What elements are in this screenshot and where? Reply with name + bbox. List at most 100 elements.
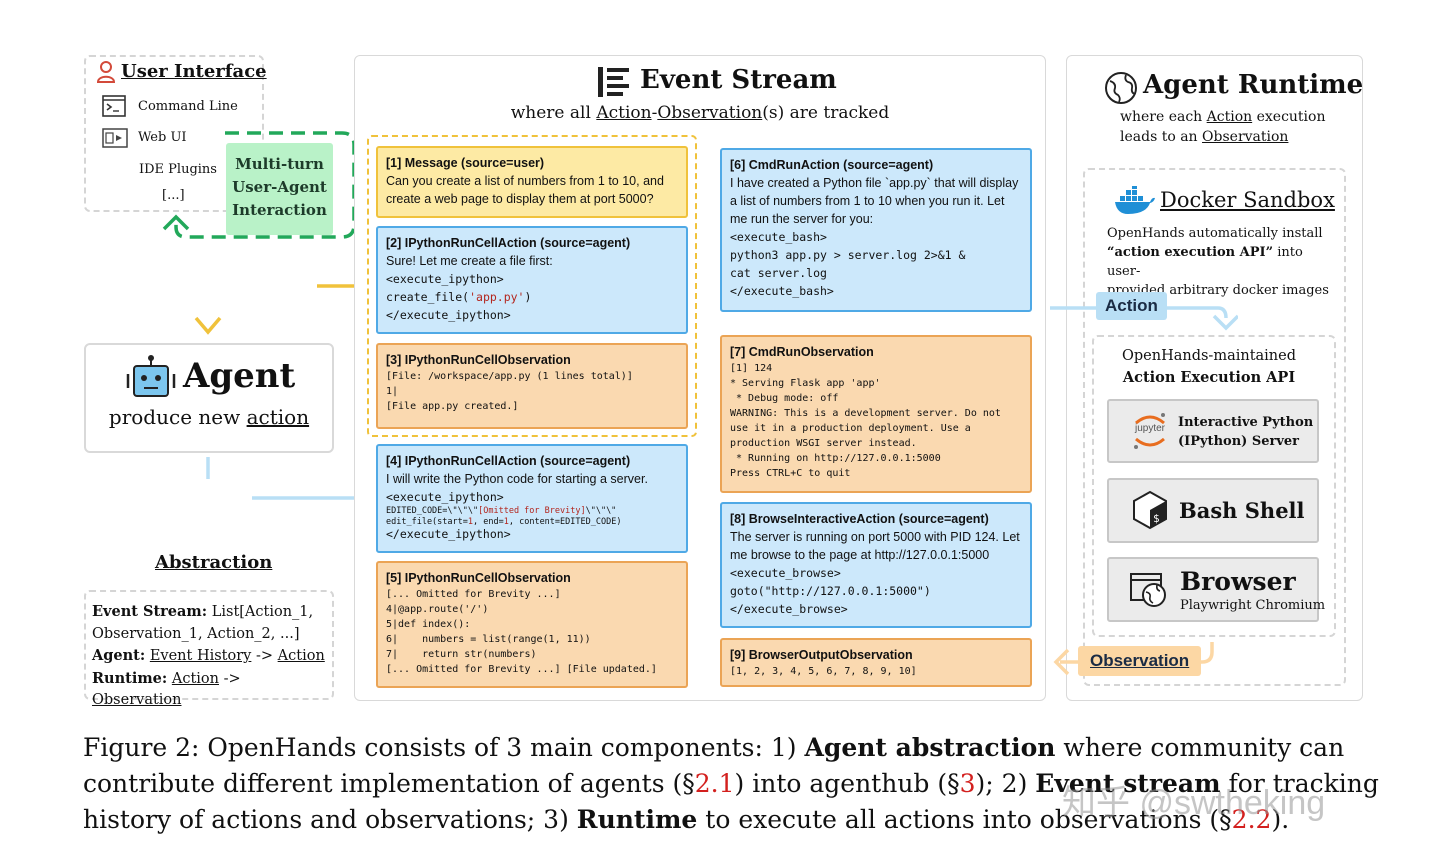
ui-item-command-line: Command Line [138, 99, 238, 114]
es-sub-suffix: (s) are tracked [762, 103, 890, 123]
interaction-label-line-3: Interaction [232, 201, 327, 219]
event-4-code-4: </execute_ipython> [386, 527, 511, 541]
ui-item-more: [...] [162, 188, 185, 203]
abstraction-runtime-label: Runtime: [92, 669, 168, 687]
ipython-label-line-2: (IPython) Server [1178, 434, 1299, 449]
event-2-code-2c: ) [524, 290, 532, 304]
docker-sandbox-desc: OpenHands automatically install “action … [1107, 224, 1337, 300]
docker-desc-2-rest: into user- [1107, 245, 1303, 279]
svg-text:$: $ [1153, 512, 1160, 525]
event-4-title: [4] IPythonRunCellAction (source=agent) [386, 454, 631, 468]
event-9-title: [9] BrowserOutputObservation [730, 648, 913, 662]
action-label: Action [1096, 292, 1167, 320]
abstraction-body: Event Stream: List[Action_1, Observation… [92, 601, 332, 712]
event-card-7: [7] CmdRunObservation [1] 124 * Serving … [720, 335, 1032, 493]
event-card-4: [4] IPythonRunCellAction (source=agent) … [376, 444, 688, 553]
figure-caption: Figure 2: OpenHands consists of 3 main c… [83, 730, 1383, 838]
caption-b3: Runtime [576, 805, 698, 834]
ipython-label: Interactive Python (IPython) Server [1178, 413, 1313, 451]
event-4-code-3c: , end= [473, 517, 504, 527]
event-stream-icon [597, 66, 631, 102]
event-card-2: [2] IPythonRunCellAction (source=agent) … [376, 226, 688, 334]
event-4-code-3a: edit_file(start= [386, 517, 468, 527]
event-stream-subtitle: where all Action-Observation(s) are trac… [354, 103, 1046, 123]
browser-label: Browser [1180, 567, 1296, 596]
abstraction-agent-to: Action [277, 648, 325, 664]
event-5-title: [5] IPythonRunCellObservation [386, 571, 571, 585]
event-4-code-2b: [Omitted for Brevity] [478, 506, 586, 516]
observation-arrow-out [1053, 642, 1214, 676]
ar-sub1-link: Action [1206, 109, 1253, 125]
observation-label: Observation [1078, 646, 1202, 676]
event-8-code: <execute_browse> goto("http://127.0.0.1:… [730, 566, 931, 616]
abstraction-panel [84, 590, 334, 700]
ui-item-web-ui: Web UI [138, 130, 187, 145]
event-8-text: The server is running on port 5000 with … [730, 530, 1020, 562]
interaction-loop-arrow [162, 131, 356, 239]
jupyter-label: jupyter [1134, 423, 1165, 434]
caption-ref-3[interactable]: 3 [959, 769, 976, 798]
event-9-code: [1, 2, 3, 4, 5, 6, 7, 8, 9, 10] [730, 666, 917, 677]
abstraction-agent-arrow: -> [251, 648, 278, 664]
event-7-code: [1] 124 * Serving Flask app 'app' * Debu… [730, 363, 1001, 479]
abstraction-event-stream-value-1: List[Action_1, [207, 604, 314, 620]
caption-ref-2-2[interactable]: 2.2 [1231, 805, 1272, 834]
event-4-code-3d: 1 [503, 517, 509, 527]
es-sub-action: Action [596, 103, 652, 123]
event-2-code-1: <execute_ipython> [386, 272, 504, 286]
api-title-line-1: OpenHands-maintained [1121, 348, 1297, 364]
agent-panel [84, 343, 334, 453]
agent-runtime-title: Agent Runtime [1143, 70, 1364, 100]
robot-icon [124, 354, 178, 408]
docker-whale-icon [1114, 184, 1156, 220]
abstraction-runtime-arrow: -> [219, 670, 241, 687]
agent-title: Agent [183, 356, 296, 396]
es-sub-observation: Observation [657, 103, 763, 123]
abstraction-runtime-from: Action [171, 670, 219, 687]
docker-desc-1: OpenHands automatically install [1107, 226, 1323, 241]
abstraction-event-stream-label: Event Stream: [92, 603, 208, 620]
event-2-text: Sure! Let me create a file first: [386, 254, 553, 268]
browser-sub-label: Playwright Chromium [1180, 598, 1326, 613]
event-2-code-2b: 'app.py' [469, 290, 525, 304]
api-title: OpenHands-maintained Action Execution AP… [1092, 346, 1326, 388]
ipython-server-box [1107, 399, 1319, 463]
agent-subtitle-prefix: produce new [108, 405, 247, 429]
ar-sub1-suffix: execution [1252, 109, 1326, 125]
caption-p3: ) into agenthub (§ [734, 769, 960, 798]
event-4-text: I will write the Python code for startin… [386, 472, 648, 486]
event-card-1: [1] Message (source=user) Can you create… [376, 146, 688, 218]
interaction-label-line-2: User-Agent [232, 178, 327, 196]
event-stream-title: Event Stream [640, 65, 837, 95]
jupyter-icon [1128, 409, 1172, 453]
user-icon [96, 61, 116, 87]
interaction-group [367, 135, 697, 437]
api-title-line-2: Action Execution API [1122, 369, 1296, 386]
action-connector [206, 457, 371, 510]
event-4-code-3e: , content=EDITED_CODE) [508, 517, 622, 527]
ar-sub2-prefix: leads to an [1120, 129, 1203, 145]
ar-sub2-link: Observation [1202, 129, 1289, 145]
event-7-title: [7] CmdRunObservation [730, 345, 874, 359]
event-6-title: [6] CmdRunAction (source=agent) [730, 158, 934, 172]
globe-icon [1104, 71, 1138, 109]
caption-p2: where community can contribute different… [83, 733, 1345, 798]
abstraction-agent-label: Agent: [92, 647, 146, 664]
event-card-5: [5] IPythonRunCellObservation [... Omitt… [376, 561, 688, 688]
caption-p6: to execute all actions into observations… [697, 805, 1232, 834]
event-4-code-2c: \"\"\" [585, 506, 617, 516]
caption-ref-2-1[interactable]: 2.1 [694, 769, 735, 798]
browser-window-icon [102, 128, 128, 152]
user-interface-title: User Interface [121, 61, 267, 82]
event-card-8: [8] BrowseInteractiveAction (source=agen… [720, 502, 1032, 628]
caption-b2: Event stream [1035, 769, 1221, 798]
event-4-code-3b: 1 [467, 517, 474, 527]
caption-p4: ); 2) [975, 769, 1036, 798]
user-interface-panel [84, 55, 264, 212]
ui-item-ide-plugins: IDE Plugins [139, 162, 217, 177]
interaction-label-line-1: Multi-turn [235, 155, 324, 173]
event-card-9: [9] BrowserOutputObservation [1, 2, 3, 4… [720, 638, 1032, 687]
abstraction-runtime-to: Observation [92, 692, 182, 708]
event-4-code-2a: EDITED_CODE=\"\"\" [386, 506, 479, 516]
event-2-code-2a: create_file( [386, 290, 470, 304]
